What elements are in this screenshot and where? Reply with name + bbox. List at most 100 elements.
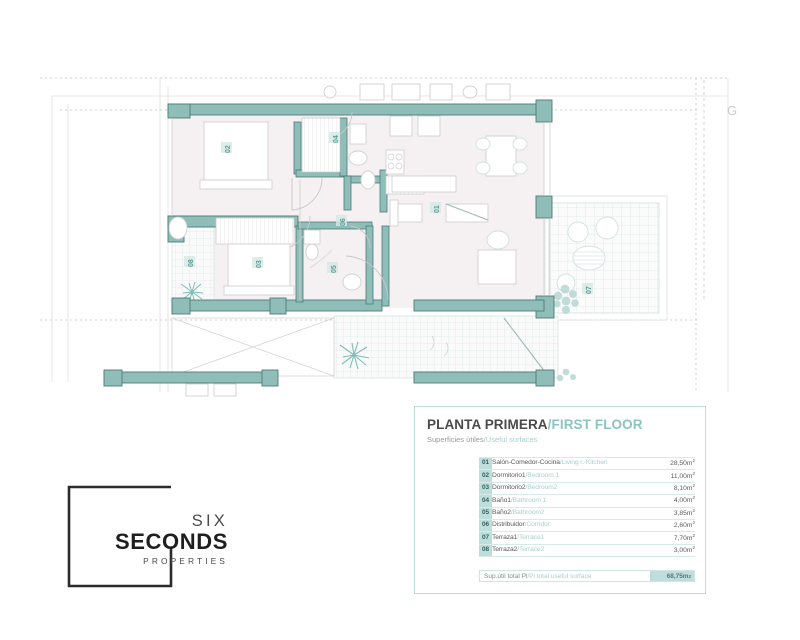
row-number-badge: 01: [479, 456, 492, 471]
row-room-label: Distribuidor/Corridor: [492, 519, 659, 533]
total-label-en: /Pl total useful surface: [527, 572, 592, 580]
room-label-terrace2: 08: [184, 256, 195, 267]
row-room-label: Baño2/Bathroom2: [492, 507, 659, 520]
shower-icon: [349, 123, 367, 145]
row-area-exponent: 2: [692, 532, 695, 538]
info-title-es: PLANTA PRIMERA: [427, 417, 548, 432]
floor-info-box: PLANTA PRIMERA/FIRST FLOOR Superficies ú…: [414, 406, 706, 594]
info-title-en: /FIRST FLOOR: [547, 417, 643, 432]
svg-text:G: G: [727, 103, 737, 118]
room-label-bathroom1: 04: [329, 132, 340, 143]
info-box-title: PLANTA PRIMERA/FIRST FLOOR: [427, 417, 643, 432]
svg-text:05: 05: [331, 265, 338, 273]
lower-projection: [171, 317, 335, 377]
room-label-bathroom2: 05: [327, 262, 338, 273]
row-area-exponent: 2: [692, 520, 695, 526]
total-surface-label: Sup.útil total Pl/Pl total useful surfac…: [480, 573, 650, 580]
plant-icon: [339, 341, 370, 370]
row-area-exponent: 2: [692, 544, 695, 550]
row-label-en: /Bathroom2: [510, 508, 545, 516]
svg-text:03: 03: [256, 260, 263, 268]
row-label-en: /Corridor: [524, 521, 550, 529]
row-label-es: Distribuidor: [492, 521, 525, 529]
row-label-en: /Bathroom 1: [510, 496, 547, 504]
row-room-label: Dormitorio1/Bedroom 1: [492, 469, 659, 483]
total-value-unit: m: [682, 572, 689, 580]
row-area-value: 3,85m2: [659, 507, 695, 520]
room-label-bedroom2: 03: [252, 257, 263, 268]
row-label-es: Dormitorio2: [492, 484, 526, 492]
bed-icon: [203, 121, 269, 181]
shower-icon: [342, 273, 362, 291]
row-label-en: /Living r.-Kitchen: [559, 459, 608, 467]
room-label-living: 01: [430, 202, 441, 213]
furniture: [168, 83, 528, 397]
row-area-value: 7,70m2: [659, 531, 695, 545]
row-label-en: /Terrace2: [517, 546, 545, 554]
row-room-label: Baño1/Bathroom 1: [492, 494, 659, 508]
six-seconds-logo: [66, 484, 178, 589]
row-label-es: Baño2: [492, 508, 511, 516]
row-area-exponent: 2: [692, 470, 695, 476]
room-number-labels: 02 03 04 05 01 06 07 08: [184, 132, 593, 294]
row-room-label: Terraza2/Terrace2: [492, 544, 659, 558]
grid-axis-right: G: [703, 80, 737, 300]
logo-frame-icon: [67, 485, 173, 588]
total-label-es: Sup.útil total Pl: [484, 572, 528, 580]
svg-text:06: 06: [340, 218, 347, 226]
logo-line-seconds: SECONDS: [115, 529, 228, 554]
row-area-value: 2,60m2: [659, 519, 695, 533]
logo-line-six: SIX: [191, 512, 228, 530]
row-label-es: Dormitorio1: [492, 471, 526, 479]
plant-icon: [180, 281, 204, 304]
row-room-label: Terraza1/Terrace1: [492, 531, 659, 545]
svg-text:01: 01: [434, 205, 441, 213]
row-area-value: 8,10m2: [659, 482, 695, 496]
logo-wordmark: SIX SECONDS PROPERTIES: [108, 512, 228, 568]
row-area-exponent: 2: [692, 507, 695, 513]
info-box-subtitle: Superficies útiles/Useful surfaces: [427, 435, 537, 444]
row-label-es: Salón-Comedor-Cocina: [492, 459, 560, 467]
row-area-value: 4,00m2: [659, 494, 695, 508]
room-label-corridor: 06: [336, 215, 347, 226]
row-area-value: 11,00m2: [659, 469, 695, 483]
hob-icon: [387, 153, 403, 170]
row-area-value: 28,50m2: [659, 456, 695, 471]
row-number-badge: 07: [479, 531, 492, 545]
row-room-label: Dormitorio2/Bedroom2: [492, 482, 659, 496]
svg-text:08: 08: [188, 259, 195, 267]
floor-plan-drawing: G: [40, 77, 737, 397]
svg-text:02: 02: [225, 145, 232, 153]
row-area-exponent: 2: [692, 495, 695, 501]
row-area-exponent: 2: [692, 483, 695, 488]
row-label-es: Terraza2: [492, 546, 518, 554]
row-number-badge: 04: [479, 494, 492, 508]
row-label-es: Baño1: [492, 496, 511, 504]
sink-icon: [348, 150, 368, 166]
row-label-es: Terraza1: [492, 533, 518, 541]
wall-faces: [171, 118, 551, 300]
row-label-en: /Bedroom2: [525, 484, 558, 492]
terrace-1-area: [544, 195, 668, 321]
toilet-icon: [305, 243, 319, 261]
svg-text:07: 07: [586, 286, 593, 294]
row-area-value: 3,00m2: [659, 544, 695, 558]
row-number-badge: 03: [479, 482, 492, 496]
row-number-badge: 05: [479, 507, 492, 520]
sink-icon: [303, 229, 321, 245]
total-value-exponent: 2: [688, 573, 691, 579]
row-label-en: /Terrace1: [517, 533, 545, 541]
row-area-exponent: 2: [692, 458, 695, 464]
terrace-2-area: [333, 315, 576, 382]
